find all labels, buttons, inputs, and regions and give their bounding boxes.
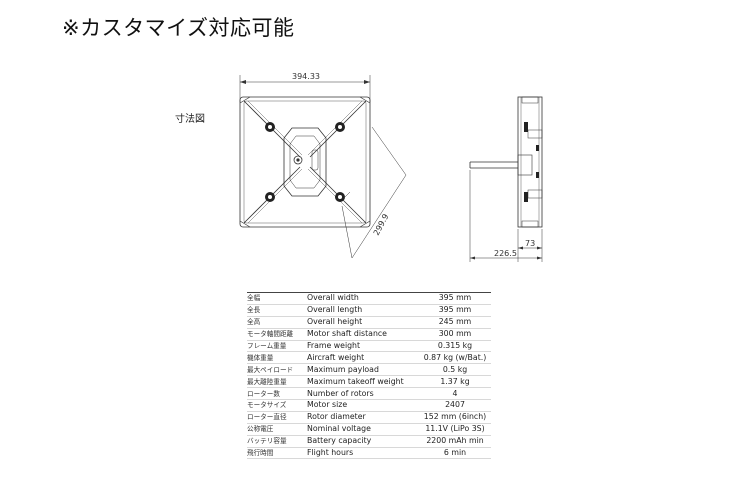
spec-value: 0.5 kg [419,363,491,377]
spec-label-en: Rotor diameter [307,411,419,424]
diagonal-dimension: 299.9 [372,212,391,236]
spec-label-en: Number of rotors [307,387,419,401]
headline: ※カスタマイズ対応可能 [62,16,295,40]
spec-label-en: Overall length [307,304,419,317]
spec-label-jp: 飛行時間 [247,447,307,460]
dimension-drawing: 299.9 394.33 73 226.5 [239,72,543,262]
spec-label-jp: ローター直径 [247,411,307,424]
width-dimension: 394.33 [292,72,320,81]
spec-value: 6 min [419,447,491,460]
spec-value: 11.1V (LiPo 3S) [419,423,491,436]
spec-value: 395 mm [419,304,491,317]
spec-label-en: Maximum payload [307,363,419,377]
spec-value: 152 mm (6inch) [419,411,491,424]
spec-label-en: Battery capacity [307,435,419,448]
spec-label-jp: 最大離陸重量 [247,375,307,389]
spec-label-en: Overall height [307,316,419,329]
spec-label-jp: 最大ペイロード [247,363,307,377]
spec-label-en: Motor size [307,399,419,412]
spec-value: 0.87 kg (w/Bat.) [419,351,491,365]
spec-label-jp: バッテリ容量 [247,435,307,448]
spec-label-jp: 全高 [247,316,307,329]
specs-top-rule [247,292,491,293]
spec-value: 1.37 kg [419,375,491,389]
spec-value: 2407 [419,399,491,412]
spec-label-en: Overall width [307,293,419,305]
spec-label-en: Nominal voltage [307,423,419,436]
spec-label-en: Frame weight [307,340,419,353]
side-width-dimension: 226.5 [494,249,517,258]
side-depth-dimension: 73 [525,239,535,248]
spec-label-jp: モータ軸間距離 [247,328,307,341]
spec-label-en: Flight hours [307,447,419,460]
spec-value: 2200 mAh min [419,435,491,448]
spec-label-en: Aircraft weight [307,351,419,365]
spec-label-jp: 全長 [247,304,307,317]
spec-label-jp: 全幅 [247,293,307,305]
dimension-drawing-label: 寸法図 [175,114,205,125]
spec-value: 0.315 kg [419,340,491,353]
spec-label-jp: 機体重量 [247,351,307,365]
spec-label-en: Maximum takeoff weight [307,375,419,389]
spec-label-jp: 公称電圧 [247,423,307,436]
spec-value: 300 mm [419,328,491,341]
spec-label-jp: フレーム重量 [247,340,307,353]
spec-label-en: Motor shaft distance [307,328,419,341]
spec-value: 4 [419,387,491,401]
spec-value: 395 mm [419,293,491,305]
spec-label-jp: モータサイズ [247,399,307,412]
spec-label-jp: ローター数 [247,387,307,401]
spec-value: 245 mm [419,316,491,329]
